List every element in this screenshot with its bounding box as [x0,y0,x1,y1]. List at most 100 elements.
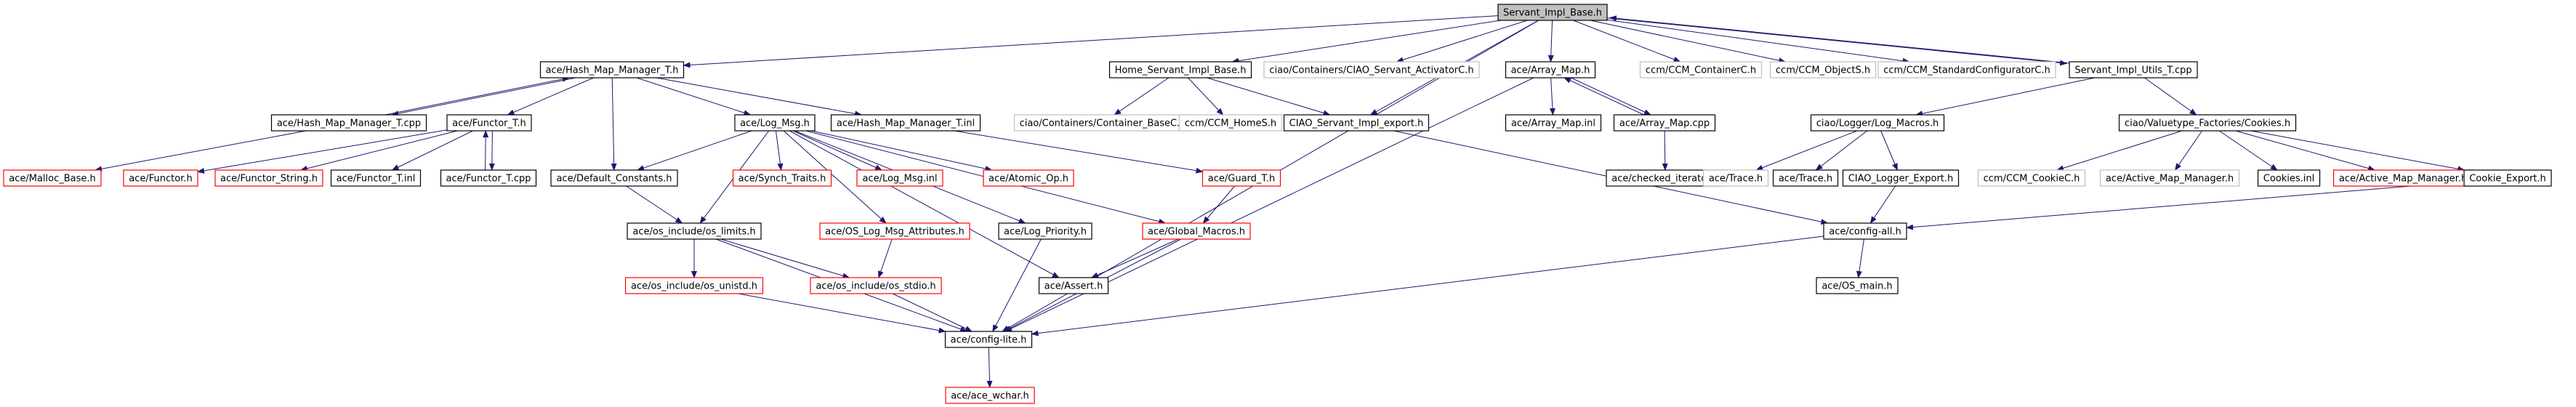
node-label: ace/Array_Map.inl [1511,118,1595,129]
node-active-map-red[interactable]: ace/Active_Map_Manager.h [2333,169,2474,187]
node-ciao-export[interactable]: CIAO_Servant_Impl_export.h [1283,114,1430,132]
edge-root-to-ciao-activator [1396,20,1528,63]
node-functor-t-cpp[interactable]: ace/Functor_T.cpp [440,169,537,187]
edge-home-servant-to-ciao-export [1207,77,1331,116]
node-functor-t-h[interactable]: ace/Functor_T.h [446,114,532,132]
node-array-map-cpp[interactable]: ace/Array_Map.cpp [1613,114,1716,132]
node-label: ace/Hash_Map_Manager_T.cpp [277,118,421,129]
edge-log-macros-to-ciao-logger-export [1880,130,1898,171]
node-label: ace/Trace.h [1779,174,1832,185]
edge-root-to-home-servant [1231,20,1501,64]
node-os-unistd[interactable]: ace/os_include/os_unistd.h [624,277,764,294]
node-hmm-t-cpp[interactable]: ace/Hash_Map_Manager_T.cpp [270,114,427,132]
node-global-macros[interactable]: ace/Global_Macros.h [1142,222,1251,240]
node-box [1178,114,1283,132]
node-ccm-home[interactable]: ccm/CCM_HomeS.h [1178,114,1283,132]
node-box [1038,277,1109,294]
node-os-limits[interactable]: ace/os_include/os_limits.h [627,222,762,240]
node-cookies-h[interactable]: ciao/Valuetype_Factories/Cookies.h [2118,114,2297,132]
node-label: ace/Functor_T.cpp [446,174,531,185]
node-malloc-base[interactable]: ace/Malloc_Base.h [3,169,102,187]
edge-os-stdio-to-config-lite [892,293,973,332]
node-functor-t-inl[interactable]: ace/Functor_T.inl [330,169,422,187]
node-array-map-h[interactable]: ace/Array_Map.h [1505,61,1596,78]
node-log-macros[interactable]: ciao/Logger/Log_Macros.h [1810,114,1945,132]
node-hmm-t-h[interactable]: ace/Hash_Map_Manager_T.h [539,61,685,78]
node-synch-traits[interactable]: ace/Synch_Traits.h [732,169,832,187]
node-checked-iterator[interactable]: ace/checked_iterator.h [1606,169,1725,187]
node-assert-h[interactable]: ace/Assert.h [1038,277,1109,294]
node-box [2463,169,2552,187]
node-box [1283,114,1430,132]
edge-servant-utils-to-cookies-h [2144,77,2197,116]
node-os-log-attr[interactable]: ace/OS_Log_Msg_Attributes.h [819,222,970,240]
edge-cookies-h-to-ccm-cookie [2056,130,2183,172]
node-box [440,169,537,187]
node-label: ace/checked_iterator.h [1611,174,1718,185]
node-label: Servant_Impl_Utils_T.cpp [2074,65,2191,76]
node-ciao-activator[interactable]: ciao/Containers/CIAO_Servant_ActivatorC.… [1263,61,1480,78]
node-ccm-stdconf[interactable]: ccm/CCM_StandardConfiguratorC.h [1877,61,2056,78]
node-log-msg-h[interactable]: ace/Log_Msg.h [734,114,816,132]
edge-root-to-array-map-h [1547,20,1554,63]
node-label: ccm/CCM_CookieC.h [1984,174,2080,185]
edge-cookies-h-to-cookies-inl [2218,130,2278,171]
node-label: CIAO_Logger_Export.h [1848,174,1954,185]
node-home-servant[interactable]: Home_Servant_Impl_Base.h [1108,61,1252,78]
node-array-map-inl[interactable]: ace/Array_Map.inl [1505,114,1602,132]
node-box [1823,222,1907,240]
edge-log-msg-h-to-default-constants [637,130,752,171]
node-ace-wchar[interactable]: ace/ace_wchar.h [945,387,1035,404]
node-box [1497,4,1608,21]
edge-hmm-t-h-to-log-msg-h [636,77,752,116]
node-label: ace/Functor_T.h [452,118,526,129]
edge-hmm-t-cpp-to-malloc-base [94,130,307,172]
node-box [214,169,323,187]
node-box [1769,61,1877,78]
node-ccm-container[interactable]: ccm/CCM_ContainerC.h [1639,61,1763,78]
node-box [945,387,1035,404]
node-box [1505,114,1602,132]
node-cookie-export[interactable]: Cookie_Export.h [2463,169,2552,187]
edge-hmm-t-h-to-functor-t-h [507,77,594,116]
node-ciao-logger-export[interactable]: CIAO_Logger_Export.h [1842,169,1960,187]
node-label: ace/os_include/os_unistd.h [631,281,757,292]
node-log-msg-inl[interactable]: ace/Log_Msg.inl [856,169,943,187]
node-log-priority[interactable]: ace/Log_Priority.h [998,222,1092,240]
node-label: Servant_Impl_Base.h [1503,8,1602,19]
node-os-main[interactable]: ace/OS_main.h [1816,277,1899,294]
node-default-constants[interactable]: ace/Default_Constants.h [550,169,678,187]
node-box [2099,169,2240,187]
node-active-map-grey[interactable]: ace/Active_Map_Manager.h [2099,169,2240,187]
node-atomic-op[interactable]: ace/Atomic_Op.h [983,169,1074,187]
node-config-all[interactable]: ace/config-all.h [1823,222,1907,240]
node-box [2069,61,2198,78]
node-label: CIAO_Servant_Impl_export.h [1289,118,1424,129]
node-container-base[interactable]: ciao/Containers/Container_BaseC.h [1013,114,1192,132]
node-box [123,169,198,187]
node-os-stdio[interactable]: ace/os_include/os_stdio.h [810,277,942,294]
node-root[interactable]: Servant_Impl_Base.h [1497,4,1608,21]
node-guard-t[interactable]: ace/Guard_T.h [1202,169,1281,187]
node-servant-utils[interactable]: Servant_Impl_Utils_T.cpp [2069,61,2198,78]
node-label: ciao/Valuetype_Factories/Cookies.h [2125,118,2290,129]
node-hmm-t-inl[interactable]: ace/Hash_Map_Manager_T.inl [830,114,981,132]
node-box [1639,61,1763,78]
edge-config-all-to-config-lite [1031,235,1824,337]
node-trace-h[interactable]: ace/Trace.h [1772,169,1839,187]
node-cookies-inl[interactable]: Cookies.inl [2257,169,2321,187]
node-trace-grey[interactable]: ace/Trace.h [1702,169,1769,187]
node-config-lite[interactable]: ace/config-lite.h [944,331,1033,348]
node-label: ace/config-all.h [1829,227,1901,238]
node-label: ace/Hash_Map_Manager_T.h [546,65,679,76]
node-label: ace/os_include/os_stdio.h [816,281,935,292]
node-ccm-object[interactable]: ccm/CCM_ObjectS.h [1769,61,1877,78]
node-box [944,331,1033,348]
node-box [1202,169,1281,187]
node-functor-h[interactable]: ace/Functor.h [123,169,198,187]
node-ccm-cookie[interactable]: ccm/CCM_CookieC.h [1977,169,2086,187]
node-functor-string[interactable]: ace/Functor_String.h [214,169,323,187]
node-label: ccm/CCM_ObjectS.h [1776,65,1870,76]
node-label: ace/Trace.h [1709,174,1763,185]
